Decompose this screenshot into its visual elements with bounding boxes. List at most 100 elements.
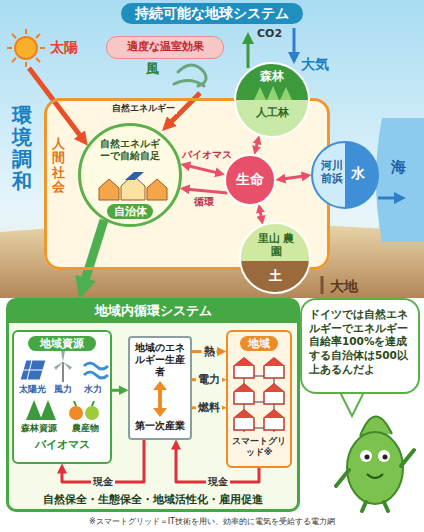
lower-ground bbox=[0, 298, 424, 532]
producer-box: 地域のエネルギー生産者第一次産業 bbox=[128, 336, 192, 440]
resource-box: 地域資源太陽光風力水力森林資源農産物バイオマス bbox=[12, 330, 112, 464]
connector bbox=[260, 209, 262, 220]
node-text: 水 bbox=[351, 165, 365, 182]
node-text: 地域内循環システム bbox=[9, 301, 297, 323]
connector bbox=[29, 68, 83, 140]
node-text: ドイツでは自然エネルギーでエネルギー自給率100%を達成する自治体は500以上あ… bbox=[309, 308, 411, 376]
node-text: 生命 bbox=[226, 171, 274, 188]
drawing-part bbox=[62, 362, 64, 382]
node-text: 里山 農園 bbox=[257, 232, 295, 257]
edge-label: 燃料 bbox=[196, 401, 222, 414]
co2-down-arrow bbox=[293, 28, 296, 58]
connector bbox=[112, 389, 123, 392]
node-text: 人間社会 bbox=[52, 137, 65, 194]
regional-loop-box: 地域内循環システム自然保全・生態保全・地域活性化・雇用促進 地域資源太陽光風力水力… bbox=[6, 298, 300, 512]
title: 持続可能な地球システム bbox=[121, 3, 303, 24]
node-text: 自然保全・生態保全・地域活性化・雇用促進 bbox=[9, 493, 297, 506]
drawing-part bbox=[153, 381, 167, 417]
drawing-part bbox=[25, 62, 27, 67]
edge-label: 電力 bbox=[196, 373, 222, 386]
node-text: 水力 bbox=[78, 384, 108, 395]
node-text: 農産物 bbox=[62, 423, 108, 434]
drawing-part bbox=[254, 86, 292, 100]
loop-fill bbox=[6, 298, 300, 512]
node-text: 土 bbox=[241, 268, 309, 284]
free-label: CO2 bbox=[257, 27, 282, 40]
bubble-tail bbox=[340, 392, 364, 416]
node-text: 第一次産業 bbox=[130, 420, 190, 432]
node-text: 風力 bbox=[48, 384, 78, 395]
drawing-part bbox=[85, 406, 99, 420]
drawing-part bbox=[234, 358, 284, 418]
drawing-part bbox=[7, 29, 45, 67]
drawing-part bbox=[69, 406, 83, 420]
sky bbox=[0, 0, 424, 298]
drawing-part bbox=[360, 450, 372, 462]
drawing-part bbox=[26, 400, 56, 420]
node-text: スマートグリッド※ bbox=[230, 436, 288, 458]
sea bbox=[376, 118, 424, 242]
drawing-part bbox=[54, 351, 72, 370]
node-text: 太陽 bbox=[50, 39, 78, 56]
drawing-part bbox=[40, 47, 45, 49]
node-text: 地域資源 bbox=[28, 336, 96, 351]
drawing-part bbox=[84, 363, 108, 378]
municipality-circle: 自然エネルギーで自給自足自治体 bbox=[78, 123, 182, 227]
free-label: 環境調和 bbox=[12, 104, 32, 192]
drawing-part bbox=[36, 34, 40, 38]
sea-arrow bbox=[378, 197, 400, 200]
node-text: 森林 bbox=[236, 69, 308, 83]
node-text: 適度な温室効果 bbox=[107, 40, 223, 53]
drawing-part bbox=[99, 179, 119, 200]
life-circle: 生命 bbox=[224, 154, 276, 206]
free-label: 風 bbox=[146, 61, 159, 77]
connector bbox=[281, 176, 306, 180]
water-circle: 河川前浜水 bbox=[311, 141, 379, 209]
node-text: 太陽光 bbox=[16, 384, 48, 395]
earth-line bbox=[321, 276, 324, 294]
connector bbox=[186, 165, 220, 173]
drawing-part bbox=[367, 474, 383, 478]
free-label: 大地 bbox=[330, 278, 358, 295]
edge-label: 現金 bbox=[91, 476, 115, 488]
drawing-part bbox=[378, 450, 390, 462]
drawing-part bbox=[7, 47, 12, 49]
drawing-part bbox=[158, 388, 162, 410]
co2-up-arrow bbox=[247, 38, 250, 68]
node-text: バイオマス bbox=[14, 438, 110, 451]
connector bbox=[185, 189, 227, 193]
node-text: 河川前浜 bbox=[320, 159, 344, 185]
drawing-part bbox=[347, 432, 403, 504]
wind-swirl bbox=[174, 65, 206, 86]
edge-label: 熱 bbox=[202, 345, 217, 358]
speech-bubble: ドイツでは自然エネルギーでエネルギー自給率100%を達成する自治体は500以上あ… bbox=[300, 298, 420, 394]
free-label: 海 bbox=[391, 158, 406, 176]
drawing-part bbox=[336, 450, 414, 511]
drawing-part bbox=[125, 172, 144, 180]
node-text: 森林資源 bbox=[16, 423, 62, 434]
drawing-part bbox=[12, 34, 16, 38]
edge-label: 現金 bbox=[206, 476, 230, 488]
node-text: 人工林 bbox=[236, 106, 308, 119]
node-text: 地域のエネルギー生産者 bbox=[132, 342, 188, 378]
free-label: 大気 bbox=[301, 56, 329, 73]
drawing-part bbox=[12, 58, 16, 62]
node-text: 地域 bbox=[240, 336, 278, 351]
edge-label: 循環 bbox=[192, 196, 216, 207]
drawing-part bbox=[365, 455, 370, 460]
satoyama-circle: 里山 農園土 bbox=[239, 222, 311, 294]
edge-label: バイオマス bbox=[180, 150, 234, 161]
edge-label: 自然エネルギー bbox=[110, 103, 177, 114]
mascot bbox=[336, 416, 414, 511]
node-text: 自然エネルギーで自給自足 bbox=[98, 138, 162, 162]
caption: ※スマートグリッド＝IT技術を用い、効率的に電気を受給する電力網 bbox=[0, 517, 424, 527]
connector bbox=[83, 220, 104, 288]
forest-circle: 森林人工林 bbox=[234, 62, 310, 138]
drawing-part bbox=[15, 37, 37, 59]
sun-icon bbox=[6, 28, 46, 68]
drawing-part bbox=[25, 29, 27, 34]
region-box: 地域スマートグリッド※ bbox=[226, 330, 292, 468]
drawing-part bbox=[23, 360, 43, 380]
drawing-part bbox=[36, 58, 40, 62]
